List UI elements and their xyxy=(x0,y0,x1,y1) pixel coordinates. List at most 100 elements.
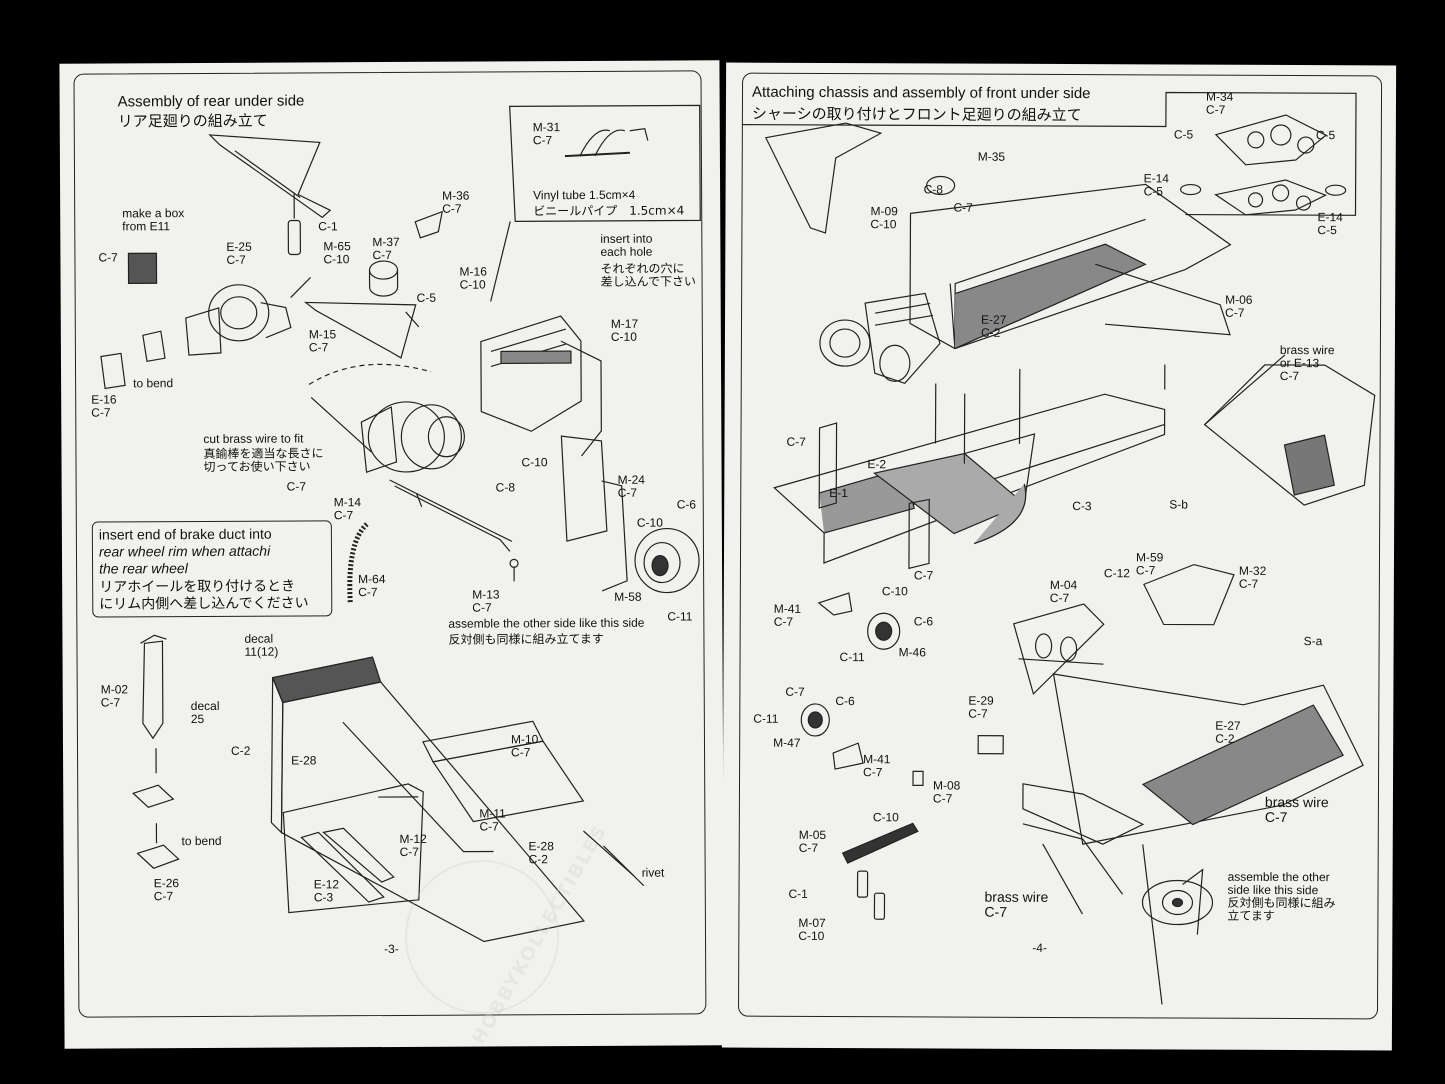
label-e28b: E-28 C-2 xyxy=(528,839,554,867)
label-m35: M-35 xyxy=(977,149,1006,164)
label-m15: M-15 C-7 xyxy=(308,327,337,355)
label-m24: M-24 C-7 xyxy=(617,472,645,500)
left-title-en: Assembly of rear under side xyxy=(117,92,305,111)
brake-note-line5: にリム内側へ差し込んでください xyxy=(99,595,309,613)
label-m31: M-31 C-7 xyxy=(532,120,561,148)
label-m37: M-37 C-7 xyxy=(372,234,400,263)
label-e14-right: E-14 C-5 xyxy=(1317,210,1343,238)
label-c1-right: C-1 xyxy=(788,886,808,901)
label-e16: E-16 C-7 xyxy=(91,392,117,420)
label-brass-wire-bottom: brass wire C-7 xyxy=(984,888,1049,920)
label-c11-top: C-11 xyxy=(839,650,865,665)
label-c7-floor: C-7 xyxy=(913,568,934,583)
label-vinyl-jp: ビニールパイプ 1.5cm×4 xyxy=(533,203,685,219)
label-e27-bottom: E-27 C-2 xyxy=(1215,718,1241,746)
label-c6-top: C-6 xyxy=(913,614,934,629)
label-m17: M-17 C-10 xyxy=(610,316,639,344)
label-e1: E-1 xyxy=(829,485,848,501)
label-assemble-en: assemble the other side like this side xyxy=(448,615,645,631)
label-vinyl-en: Vinyl tube 1.5cm×4 xyxy=(533,187,636,203)
label-c7-wheel: C-7 xyxy=(953,200,973,215)
label-m58: M-58 xyxy=(614,589,642,604)
left-title-jp: リア足廻りの組み立て xyxy=(117,111,268,131)
label-c11: C-11 xyxy=(667,609,693,624)
label-cutbrass-en: cut brass wire to fit xyxy=(203,431,304,446)
label-c10: C-10 xyxy=(521,455,548,470)
label-m11: M-11 C-7 xyxy=(479,806,506,834)
label-c7-disc: C-7 xyxy=(785,684,805,699)
label-decal11: decal 11(12) xyxy=(244,631,279,659)
brake-note-line2: rear wheel rim when attachi xyxy=(98,542,271,560)
brake-note-line1: insert end of brake duct into xyxy=(98,525,272,543)
label-m06: M-06 C-7 xyxy=(1225,292,1253,320)
label-brass-wire-right: brass wire C-7 xyxy=(1264,793,1329,825)
label-m46: M-46 xyxy=(898,645,926,660)
label-sa: S-a xyxy=(1303,634,1323,649)
label-sb: S-b xyxy=(1169,497,1188,512)
label-c1: C-1 xyxy=(318,219,338,234)
label-m16: M-16 C-10 xyxy=(459,264,487,292)
label-c10-top: C-10 xyxy=(881,584,908,599)
label-m13: M-13 C-7 xyxy=(472,587,500,615)
brake-note-line4: リアホイールを取り付けるとき xyxy=(99,578,296,596)
label-assemble-jp: 反対側も同様に組み立てます xyxy=(448,631,604,647)
label-c6-disc: C-6 xyxy=(835,694,855,709)
watermark-stamp: HOBBYKOLLECTIBLES xyxy=(405,821,612,1048)
label-c11-disc: C-11 xyxy=(753,711,779,726)
label-m05: M-05 C-7 xyxy=(798,827,827,855)
right-title-en: Attaching chassis and assembly of front … xyxy=(751,83,1091,103)
label-c7-post: C-7 xyxy=(786,434,806,449)
label-tobend2: to bend xyxy=(181,833,222,849)
label-decal25: decal 25 xyxy=(190,698,220,727)
label-e27-top: E-27 C-2 xyxy=(980,312,1007,340)
label-m10: M-10 C-7 xyxy=(510,732,539,760)
brake-note-line3: the rear wheel xyxy=(99,560,188,577)
label-m65: M-65 C-10 xyxy=(323,239,351,267)
label-assemble-right: assemble the other side like this side 反… xyxy=(1227,869,1336,923)
label-c7-box: C-7 xyxy=(98,250,118,265)
label-e28: E-28 xyxy=(291,753,317,768)
label-c2: C-2 xyxy=(230,743,251,758)
label-m04: M-04 C-7 xyxy=(1049,577,1078,606)
label-e2: E-2 xyxy=(867,457,887,472)
label-m08: M-08 C-7 xyxy=(932,778,961,806)
label-cutbrass-jp: 真鍮棒を適当な長さに 切ってお使い下さい xyxy=(203,446,324,474)
label-c7-brass: C-7 xyxy=(286,479,307,494)
label-m32: M-32 C-7 xyxy=(1238,563,1267,591)
label-m34: M-34 C-7 xyxy=(1205,89,1234,117)
front-assembly-drawing xyxy=(741,91,1376,1005)
label-m41-top: M-41 C-7 xyxy=(773,601,802,629)
rear-assembly-drawing xyxy=(100,104,701,943)
left-page-number: -3- xyxy=(384,941,399,957)
left-instruction-page: Assembly of rear under side リア足廻りの組み立て C… xyxy=(59,60,725,1049)
label-m09: M-09 C-10 xyxy=(870,204,898,232)
label-rivet: rivet xyxy=(641,865,665,880)
label-e26: E-26 C-7 xyxy=(153,876,180,904)
label-c8: C-8 xyxy=(923,182,943,197)
label-c5-left: C-5 xyxy=(1173,127,1194,142)
right-instruction-page: Attaching chassis and assembly of front … xyxy=(721,62,1397,1051)
label-insert-jp: それぞれの穴に 差し込んで下さい xyxy=(600,261,697,289)
label-makebox: make a box from E11 xyxy=(122,206,185,234)
label-m14: M-14 C-7 xyxy=(333,495,362,523)
label-e12: E-12 C-3 xyxy=(313,877,340,905)
label-m07: M-07 C-10 xyxy=(798,915,826,943)
label-e25: E-25 C-7 xyxy=(226,239,252,267)
label-m12: M-12 C-7 xyxy=(399,831,427,859)
label-c12: C-12 xyxy=(1103,566,1130,581)
right-title-jp: シャーシの取り付けとフロント足廻りの組み立て xyxy=(751,104,1082,125)
label-m64: M-64 C-7 xyxy=(358,572,386,600)
label-m59: M-59 C-7 xyxy=(1135,550,1164,578)
right-page-number: -4- xyxy=(1032,940,1047,955)
label-c10b: C-10 xyxy=(636,515,663,530)
label-e29: E-29 C-7 xyxy=(968,693,994,721)
label-c6: C-6 xyxy=(676,497,697,512)
label-tobend: to bend xyxy=(133,376,174,391)
label-brass-e13: brass wire or E-13 C-7 xyxy=(1279,342,1335,384)
label-c5: C-5 xyxy=(416,290,437,305)
label-c5-right: C-5 xyxy=(1315,128,1336,143)
label-m02: M-02 C-7 xyxy=(100,682,129,710)
label-m36: M-36 C-7 xyxy=(442,188,470,216)
label-c8: C-8 xyxy=(495,480,516,495)
label-c10-bottom: C-10 xyxy=(872,810,899,825)
